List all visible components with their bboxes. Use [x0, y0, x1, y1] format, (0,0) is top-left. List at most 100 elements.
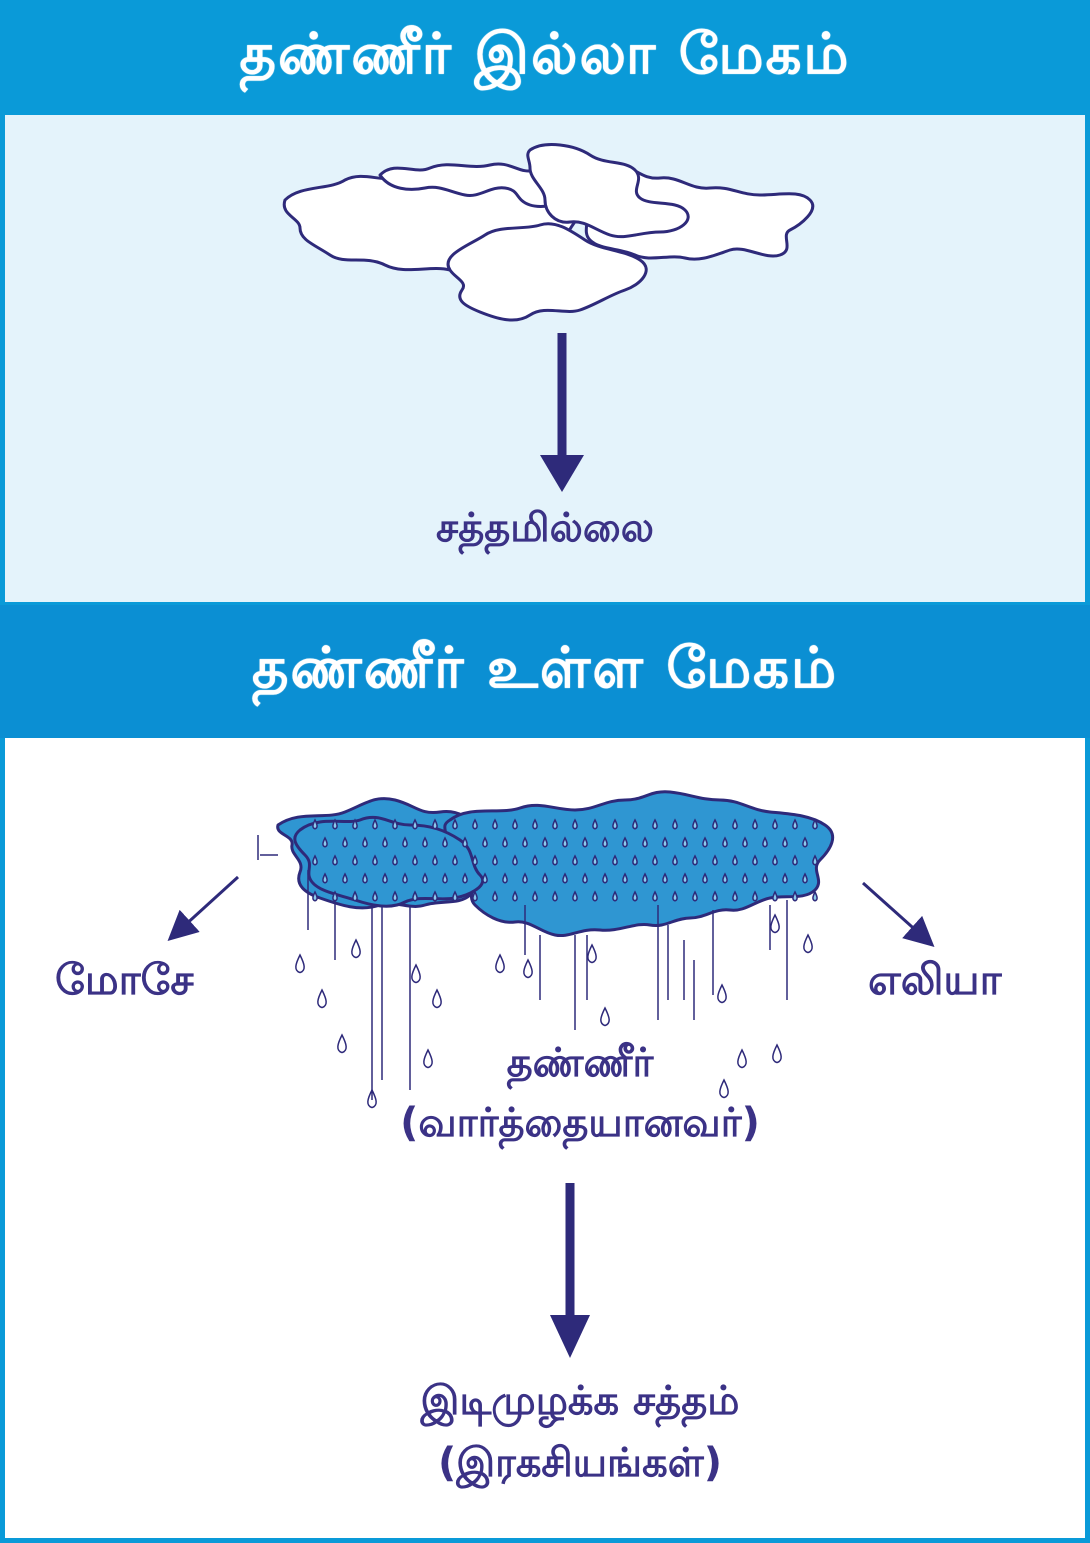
raindrop — [512, 890, 518, 902]
raindrop — [792, 890, 798, 902]
raindrop — [742, 872, 748, 884]
word-label: (வார்த்தையானவர்) — [400, 1100, 760, 1146]
raindrop — [612, 854, 618, 866]
raindrop — [772, 818, 778, 830]
raindrop — [322, 836, 328, 848]
raindrop — [552, 818, 558, 830]
arrowhead-bottom-icon — [550, 1315, 590, 1358]
raindrop — [722, 872, 728, 884]
raindrop — [712, 890, 718, 902]
raindrop — [592, 818, 598, 830]
raindrop — [523, 958, 533, 979]
water-label: தண்ணீர் — [506, 1040, 654, 1086]
rain-streaks-icon — [257, 835, 788, 1100]
raindrop — [532, 818, 538, 830]
raindrop — [682, 872, 688, 884]
raindrop — [372, 854, 378, 866]
raindrop — [472, 818, 478, 830]
raindrop — [802, 872, 808, 884]
raindrop — [432, 890, 438, 902]
raindrop — [332, 854, 338, 866]
raindrop — [532, 890, 538, 902]
raindrop — [502, 836, 508, 848]
raindrop — [512, 854, 518, 866]
raindrop — [592, 890, 598, 902]
raindrop — [622, 836, 628, 848]
arrow-right-icon — [861, 881, 935, 948]
raindrop — [572, 890, 578, 902]
raindrop — [600, 1006, 610, 1027]
raindrop — [642, 872, 648, 884]
raindrop — [352, 818, 358, 830]
raindrop — [362, 836, 368, 848]
raindrop — [662, 872, 668, 884]
raindrop — [432, 854, 438, 866]
raindrop — [402, 836, 408, 848]
raindrop — [712, 854, 718, 866]
raindrop — [342, 836, 348, 848]
raindrop — [452, 854, 458, 866]
raindrop — [392, 854, 398, 866]
raindrop — [762, 872, 768, 884]
raindrop — [362, 872, 368, 884]
raindrop — [312, 818, 318, 830]
raindrop — [332, 890, 338, 902]
raindrop — [770, 913, 780, 934]
raindrop — [317, 988, 327, 1009]
raindrop — [772, 890, 778, 902]
elijah-label: எலியா — [868, 955, 1002, 1004]
raindrop — [462, 872, 468, 884]
top-banner: தண்ணீர் இல்லா மேகம் — [0, 0, 1090, 115]
raindrop — [652, 854, 658, 866]
no-sound-label: சத்தமில்லை — [436, 505, 654, 551]
raindrop — [482, 836, 488, 848]
rain-drops-icon — [295, 818, 818, 1109]
raindrop — [572, 854, 578, 866]
raindrop — [812, 818, 818, 830]
arrow-left-icon — [167, 875, 240, 942]
raindrop — [732, 854, 738, 866]
raindrop — [719, 1078, 729, 1099]
raindrop — [351, 938, 361, 959]
raindrop — [412, 854, 418, 866]
raindrop — [682, 836, 688, 848]
raindrop — [542, 836, 548, 848]
raindrop — [612, 818, 618, 830]
raindrop — [642, 836, 648, 848]
raindrop — [803, 933, 813, 954]
raindrop — [732, 890, 738, 902]
raindrop — [382, 836, 388, 848]
raindrop — [392, 890, 398, 902]
raindrop — [412, 818, 418, 830]
raindrop — [602, 872, 608, 884]
raindrop — [352, 854, 358, 866]
raindrop — [542, 872, 548, 884]
raindrop — [652, 890, 658, 902]
raindrop — [632, 854, 638, 866]
raindrop — [522, 872, 528, 884]
thunder-sound-label: இடிமுழக்க சத்தம் — [420, 1378, 740, 1424]
raindrop — [692, 890, 698, 902]
raindrop — [692, 818, 698, 830]
raindrop — [372, 890, 378, 902]
raindrop — [702, 836, 708, 848]
raindrop — [632, 890, 638, 902]
raindrop — [782, 872, 788, 884]
raindrop — [692, 854, 698, 866]
raindrop — [602, 836, 608, 848]
raindrop — [452, 818, 458, 830]
raindrop — [572, 818, 578, 830]
raindrop — [442, 872, 448, 884]
dry-cloud-title: தண்ணீர் இல்லா மேகம் — [239, 21, 851, 87]
raindrop — [672, 890, 678, 902]
raindrop — [712, 818, 718, 830]
raindrop — [752, 818, 758, 830]
raindrop — [792, 854, 798, 866]
mysteries-label: (இரகசியங்கள்) — [437, 1440, 723, 1486]
raindrop — [382, 872, 388, 884]
raindrop — [532, 854, 538, 866]
raindrop — [442, 836, 448, 848]
raindrop — [452, 890, 458, 902]
raindrop — [592, 854, 598, 866]
